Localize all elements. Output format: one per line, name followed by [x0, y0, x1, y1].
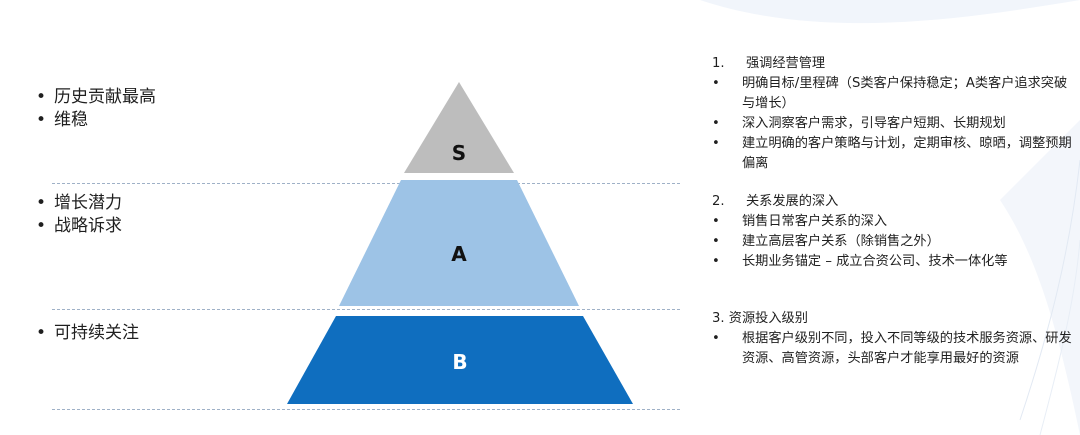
pyramid-label-s: S [452, 141, 466, 165]
section-3-title: 3. 资源投入级别 [712, 311, 808, 326]
list-item: •明确目标/里程碑（S类客户保持稳定；A类客户追求突破与增长） [712, 76, 1068, 111]
list-item: •深入洞察客户需求，引导客户短期、长期规划 [712, 116, 1006, 131]
s-tier-notes: •历史贡献最高 •维稳 [36, 86, 156, 132]
b-tier-notes: •可持续关注 [36, 322, 139, 345]
section-1: 1.强调经营管理 •明确目标/里程碑（S类客户保持稳定；A类客户追求突破与增长）… [712, 54, 1072, 174]
separator-bottom [52, 409, 680, 410]
list-item: •根据客户级别不同，投入不同等级的技术服务资源、研发资源、高管资源，头部客户才能… [712, 331, 1072, 366]
section-2-title: 2.关系发展的深入 [712, 194, 839, 209]
list-item: •维稳 [36, 110, 88, 130]
pyramid-tier-s [404, 82, 514, 173]
pyramid-tier-b [287, 316, 633, 404]
list-item: •销售日常客户关系的深入 [712, 214, 888, 229]
list-item: •建立明确的客户策略与计划，定期审核、晾晒，调整预期偏离 [712, 136, 1072, 171]
list-item: •战略诉求 [36, 216, 122, 236]
pyramid-label-a: A [451, 242, 467, 266]
list-item: •可持续关注 [36, 323, 139, 343]
list-item: •长期业务锚定 – 成立合资公司、技术一体化等 [712, 254, 1008, 269]
pyramid-tier-a [339, 180, 579, 306]
list-item: •增长潜力 [36, 193, 122, 213]
list-item: •建立高层客户关系（除销售之外） [712, 234, 940, 249]
list-item: •历史贡献最高 [36, 87, 156, 107]
pyramid-label-b: B [452, 350, 467, 374]
separator-s-a [52, 183, 680, 184]
a-tier-notes: •增长潜力 •战略诉求 [36, 192, 122, 238]
section-2: 2.关系发展的深入 •销售日常客户关系的深入 •建立高层客户关系（除销售之外） … [712, 192, 1072, 272]
section-1-title: 1.强调经营管理 [712, 56, 826, 71]
separator-a-b [52, 309, 680, 310]
section-3: 3. 资源投入级别 •根据客户级别不同，投入不同等级的技术服务资源、研发资源、高… [712, 309, 1072, 369]
